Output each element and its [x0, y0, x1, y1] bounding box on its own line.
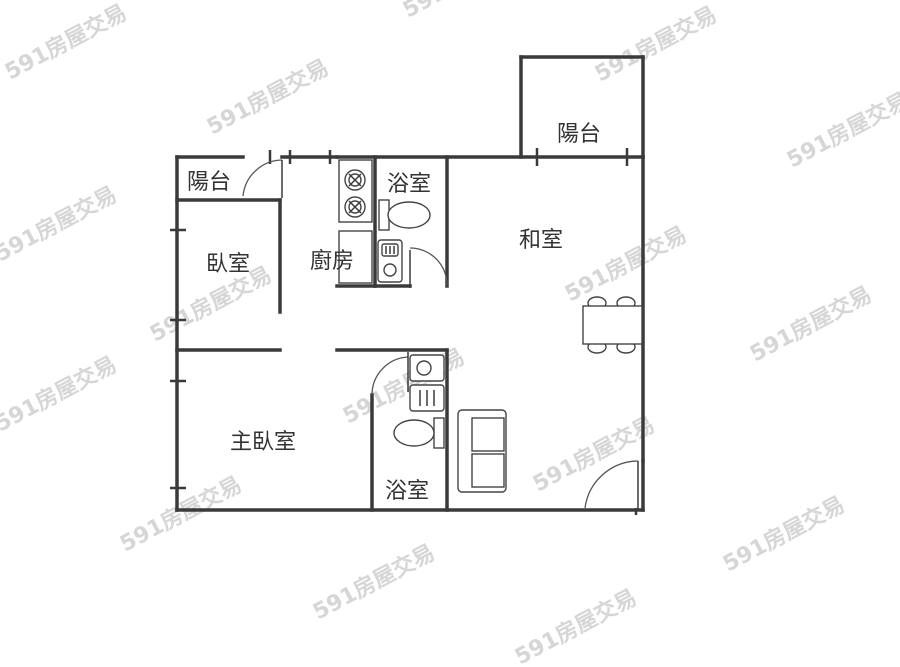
room-label-washitsu: 和室 [519, 228, 563, 253]
room-label-balcony-top: 陽台 [557, 122, 601, 147]
room-label-bath-upper: 浴室 [387, 172, 431, 197]
washbasin-icon [409, 354, 445, 382]
watermark: 591房屋交易 [0, 351, 121, 437]
doors [242, 159, 639, 510]
stove-icon [338, 159, 373, 223]
watermark: 591房屋交易 [339, 343, 469, 429]
room-label-kitchen: 廚房 [310, 249, 354, 274]
watermark: 591房屋交易 [746, 281, 876, 367]
sofa-icon [457, 409, 507, 493]
watermark: 591房屋交易 [719, 491, 849, 577]
kitchen-sink-icon [338, 230, 373, 284]
shower-icon [409, 384, 445, 412]
room-label-bedroom: 臥室 [206, 252, 250, 277]
room-labels: 陽台 陽台 浴室 和室 臥室 廚房 主臥室 浴室 [187, 122, 601, 504]
watermark: 591房屋交易 [309, 539, 439, 625]
watermark: 591房屋交易 [399, 0, 529, 23]
toilet-icon [378, 199, 431, 231]
watermark: 591房屋交易 [116, 471, 246, 557]
walls [175, 55, 645, 512]
watermark: 591房屋交易 [511, 584, 641, 667]
watermark: 591房屋交易 [783, 87, 900, 173]
watermark: 591房屋交易 [561, 221, 691, 307]
room-label-master-bedroom: 主臥室 [230, 430, 296, 455]
room-label-balcony-left: 陽台 [187, 170, 231, 195]
watermark: 591房屋交易 [1, 0, 131, 85]
dining-table-icon [582, 296, 643, 354]
toilet-icon [393, 417, 445, 449]
watermark: 591房屋交易 [591, 1, 721, 87]
window-marks [170, 148, 638, 515]
room-label-bath-lower: 浴室 [385, 479, 429, 504]
watermark: 591房屋交易 [203, 54, 333, 140]
washbasin-icon [377, 239, 403, 283]
watermark: 591房屋交易 [0, 181, 121, 267]
